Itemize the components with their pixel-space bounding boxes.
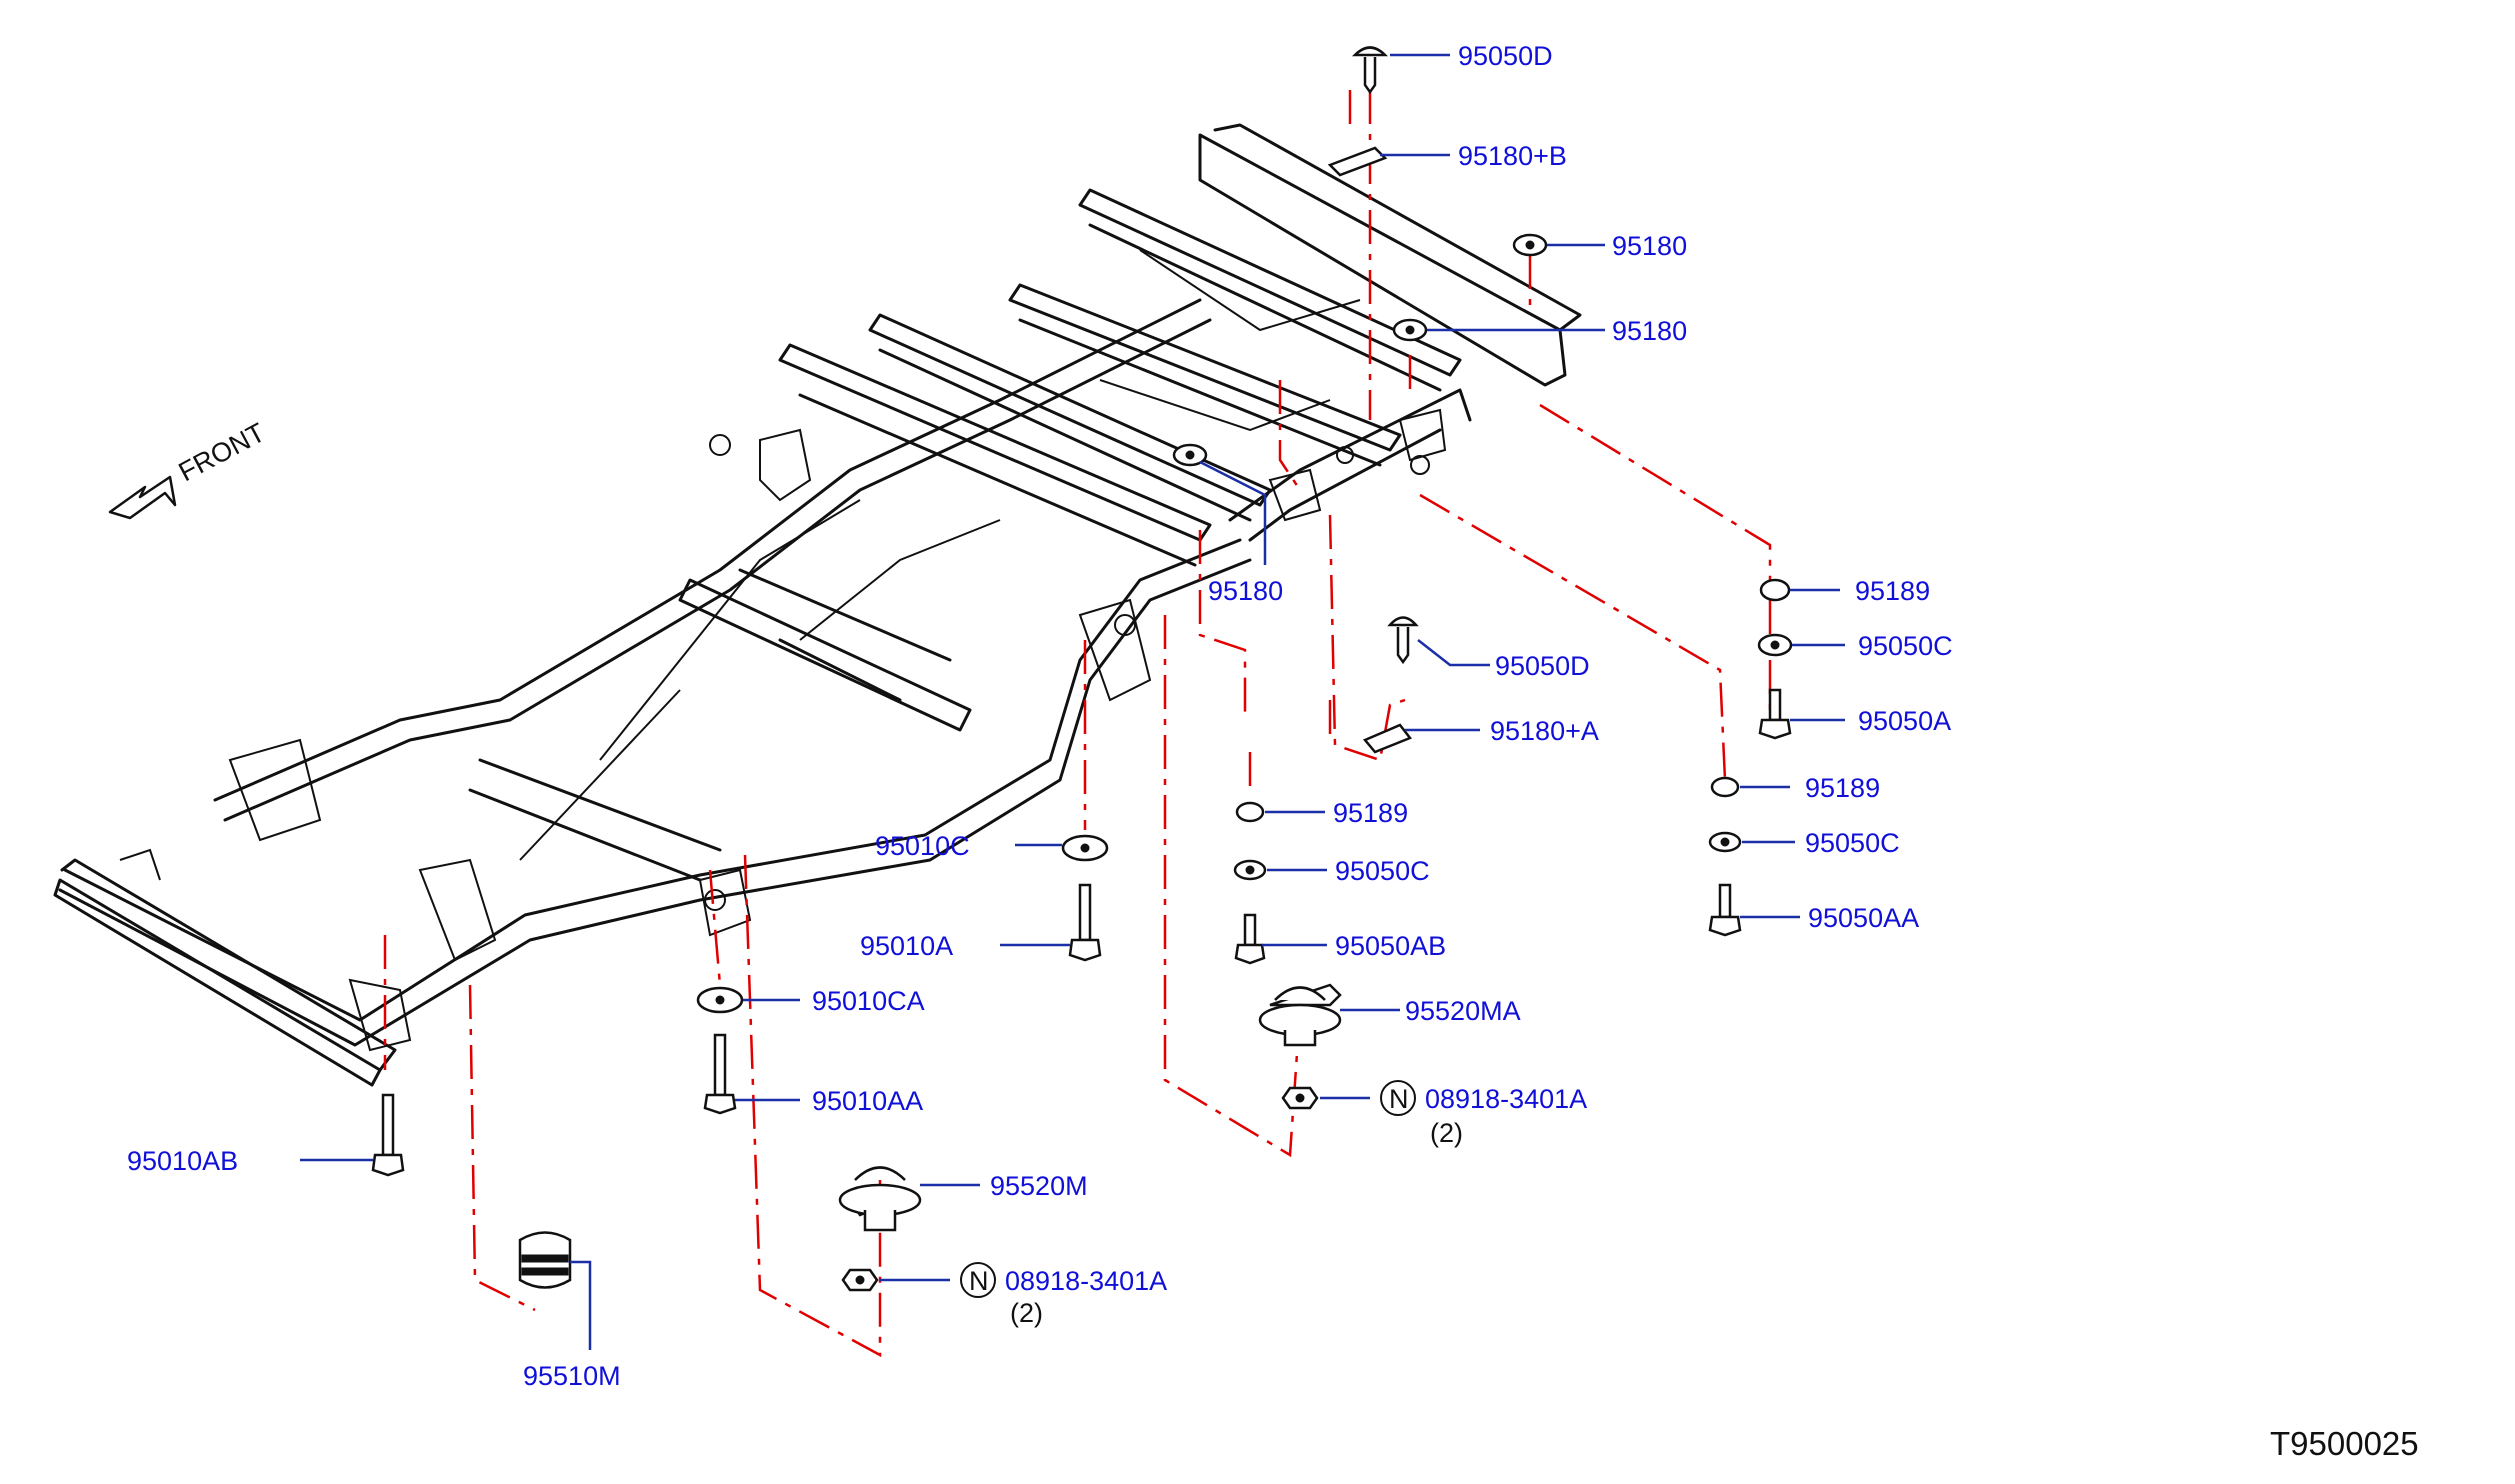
leader-lines — [300, 53, 1845, 1350]
bolt-95050a-icon — [1758, 688, 1792, 740]
callout-95189-r1: 95189 — [1855, 576, 1930, 606]
bolt-95050ab-icon — [1234, 913, 1266, 965]
callout-95180-r1: 95180 — [1612, 231, 1687, 261]
nut-08918-r-icon — [1281, 1086, 1319, 1110]
callout-95050c-r2: 95050C — [1805, 828, 1900, 858]
n-mark-r-text: N — [1389, 1084, 1409, 1114]
callout-95180-mid: 95180 — [1208, 576, 1283, 606]
callout-08918-l-qty: (2) — [1010, 1298, 1043, 1328]
n-mark-r-icon: N — [1380, 1080, 1416, 1116]
callout-95010ab: 95010AB — [127, 1146, 238, 1176]
screw-95050d-mid-icon — [1387, 616, 1419, 665]
callout-95050d-top: 95050D — [1458, 41, 1553, 71]
bolt-95050aa-icon — [1708, 883, 1742, 937]
callout-95180b: 95180+B — [1458, 141, 1567, 171]
bolt-95010a-icon — [1068, 883, 1102, 962]
callout-95050aa: 95050AA — [1808, 903, 1919, 933]
callout-95010ca: 95010CA — [812, 986, 925, 1016]
callout-95189-r2: 95189 — [1805, 773, 1880, 803]
vehicle-frame — [53, 123, 1582, 1087]
diagram-id: T9500025 — [2270, 1425, 2419, 1462]
bolt-95010ab-icon — [371, 1093, 405, 1177]
front-label: FRONT — [174, 417, 270, 487]
bumper-95510m-icon — [518, 1231, 572, 1289]
callout-95180a: 95180+A — [1490, 716, 1599, 746]
bracket-95180b-icon — [1327, 146, 1388, 177]
callout-95520m: 95520M — [990, 1171, 1088, 1201]
bolt-95010aa-icon — [703, 1033, 737, 1115]
callout-08918-r: 08918-3401A — [1425, 1084, 1587, 1114]
callout-95010c: 95010C — [875, 831, 970, 861]
callout-95050d-mid: 95050D — [1495, 651, 1590, 681]
callout-08918-l: 08918-3401A — [1005, 1266, 1167, 1296]
callout-95510m: 95510M — [523, 1361, 621, 1391]
callout-95180-r2: 95180 — [1612, 316, 1687, 346]
callout-95050a: 95050A — [1858, 706, 1951, 736]
callout-08918-r-qty: (2) — [1430, 1118, 1463, 1148]
screw-95050d-top-icon — [1351, 46, 1389, 95]
front-arrow-icon — [108, 475, 177, 520]
callout-95520ma: 95520MA — [1405, 996, 1521, 1026]
callout-95010a: 95010A — [860, 931, 953, 961]
callout-95189-mid: 95189 — [1333, 798, 1408, 828]
parts — [371, 46, 1793, 1292]
nut-08918-l-icon — [841, 1268, 879, 1292]
body-mount-95520m-icon — [838, 1166, 922, 1232]
cushion-95189-r1-icon — [1759, 578, 1791, 602]
assembly-lines — [383, 90, 1772, 1358]
callout-labels: 95050D 95180+B 95180 95180 95180 95050D … — [127, 41, 1953, 1391]
bracket-95180a-icon — [1362, 723, 1412, 754]
n-mark-l-text: N — [969, 1266, 989, 1296]
cushion-95189-mid-icon — [1235, 801, 1265, 823]
n-mark-l-icon: N — [960, 1262, 996, 1298]
callout-95050ab: 95050AB — [1335, 931, 1446, 961]
cushion-95189-r2-icon — [1710, 776, 1740, 798]
body-mount-95520ma-icon — [1258, 983, 1342, 1047]
callout-95010aa: 95010AA — [812, 1086, 923, 1116]
callout-95050c-r1: 95050C — [1858, 631, 1953, 661]
callout-95050c-mid: 95050C — [1335, 856, 1430, 886]
